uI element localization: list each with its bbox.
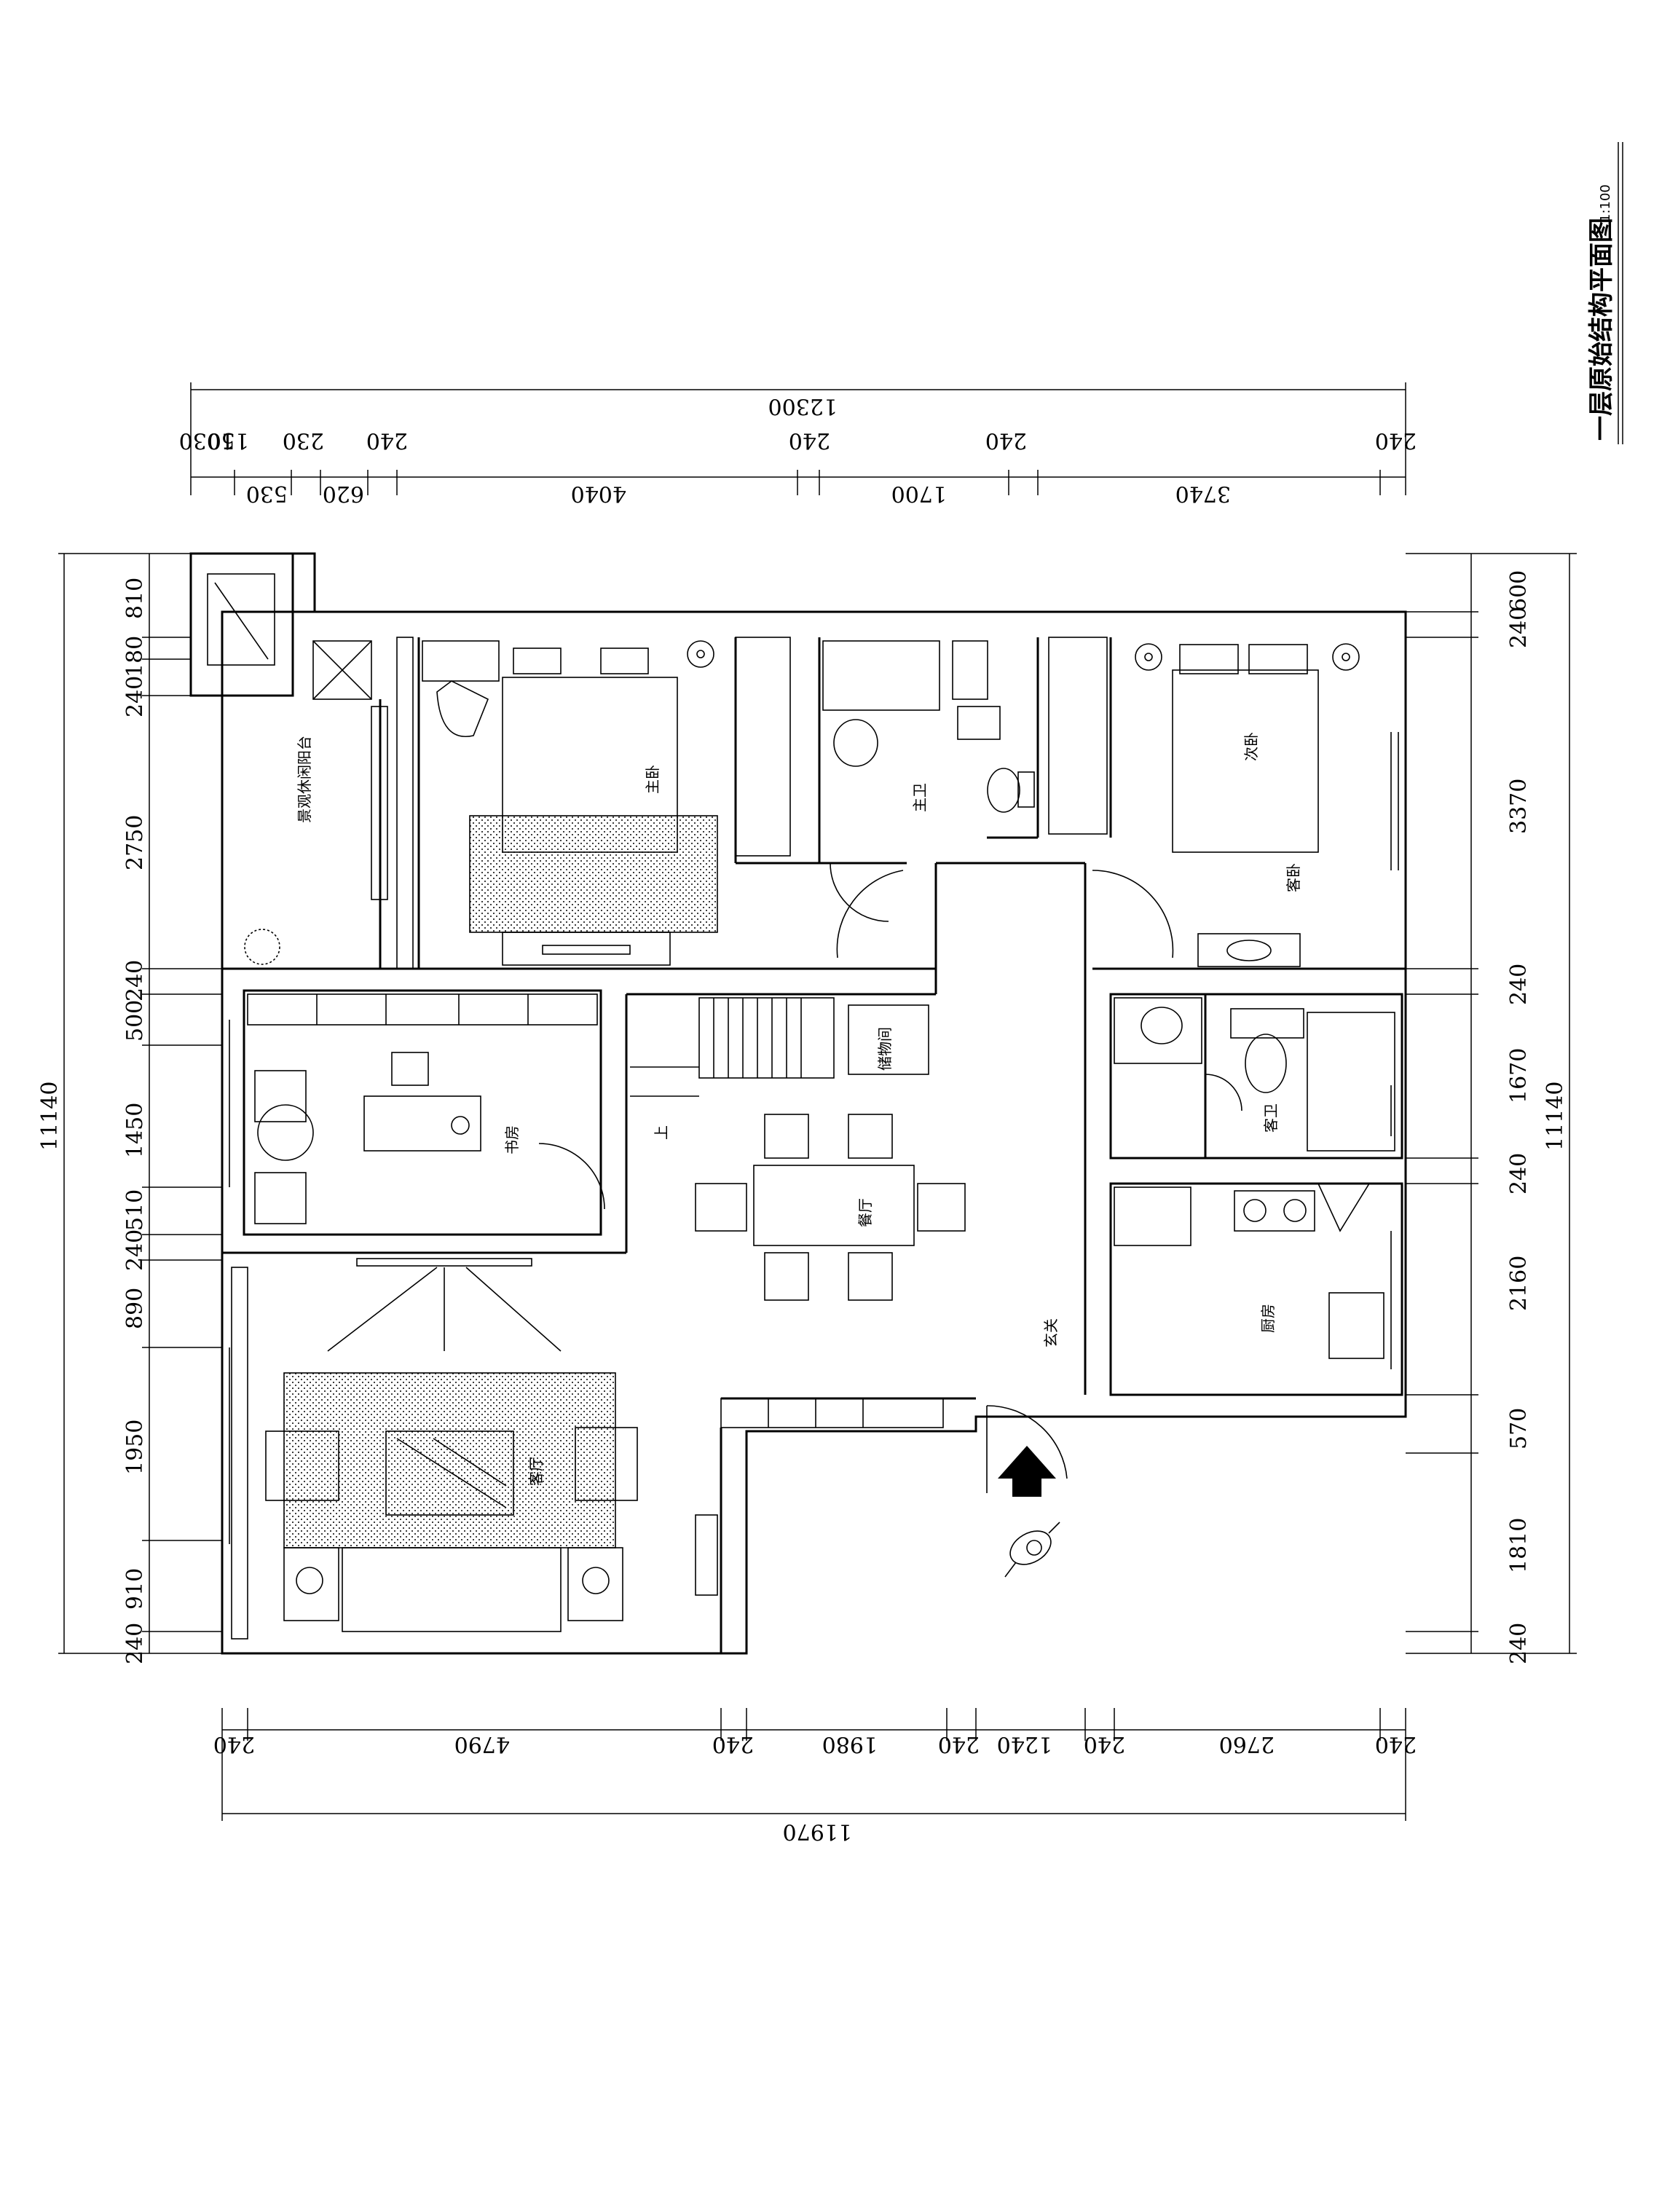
plant-icon — [244, 929, 280, 965]
label-foyer: 玄关 — [1042, 1318, 1060, 1347]
label-guest-bath: 客卫 — [1262, 1103, 1280, 1133]
label-up: 上 — [653, 1125, 670, 1140]
dim-left-7: 510 — [122, 1189, 148, 1231]
dim-top-l0: 530 — [246, 481, 288, 506]
label-master-bath: 主卫 — [911, 783, 929, 812]
dim-left-11: 910 — [122, 1568, 148, 1610]
dim-top-l1: 620 — [323, 481, 364, 506]
label-guest-bedroom: 客卧 — [1285, 863, 1302, 892]
dim-left: 11140 810 180 240 2750 240 500 1450 510 … — [37, 578, 148, 1664]
dim-bottom: 11970 240 4790 240 1980 240 1240 240 276… — [213, 1731, 1417, 1844]
dim-top-u6: 240 — [1375, 428, 1417, 453]
title-text: 一层原始结构平面图 — [1587, 218, 1616, 441]
dim-bottom-6: 240 — [1084, 1731, 1125, 1757]
label-living: 客厅 — [527, 1457, 545, 1486]
dimension-lines — [58, 382, 1577, 1821]
dim-left-total: 11140 — [37, 1082, 63, 1151]
fixtures — [229, 637, 1399, 1640]
dim-left-1: 180 — [122, 636, 148, 677]
dim-right-1: 240 — [1506, 607, 1532, 648]
dim-top-l2: 4040 — [571, 481, 626, 506]
dim-right-2: 3370 — [1506, 779, 1532, 834]
dim-bottom-5: 1240 — [997, 1731, 1052, 1757]
dim-left-12: 240 — [122, 1623, 148, 1664]
dim-bottom-3: 1980 — [822, 1731, 878, 1757]
dim-top-u2: 230 — [283, 428, 324, 453]
dim-right-5: 240 — [1506, 1153, 1532, 1194]
label-study: 书房 — [503, 1125, 521, 1154]
dim-right-0: 600 — [1506, 570, 1532, 612]
dim-top-u0: 1030 — [179, 428, 235, 453]
dim-left-5: 500 — [122, 1000, 148, 1042]
dim-right-7: 570 — [1506, 1408, 1532, 1449]
dim-right-9: 240 — [1506, 1623, 1532, 1664]
dim-top-total: 12300 — [768, 393, 838, 419]
outer-walls — [189, 552, 1407, 1655]
drawing-title: 一层原始结构平面图 1:100 — [1587, 184, 1616, 441]
label-dining: 餐厅 — [856, 1198, 874, 1227]
dim-left-2: 240 — [122, 676, 148, 717]
dim-right-3: 240 — [1506, 964, 1532, 1005]
person-figure-icon — [1004, 1522, 1060, 1578]
label-kitchen: 厨房 — [1259, 1304, 1277, 1333]
dim-left-3: 2750 — [122, 815, 148, 870]
label-storage: 储物间 — [876, 1027, 894, 1071]
dim-top-u1: 150 — [208, 428, 249, 453]
label-balcony: 景观休闲阳台 — [296, 736, 313, 823]
dim-top-l4: 3740 — [1175, 481, 1231, 506]
dim-right-6: 2160 — [1506, 1256, 1532, 1311]
dim-bottom-4: 240 — [938, 1731, 980, 1757]
dim-right-8: 1810 — [1506, 1518, 1532, 1573]
dim-bottom-total: 11970 — [783, 1819, 852, 1844]
dim-left-6: 1450 — [122, 1103, 148, 1158]
label-master-bedroom: 主卧 — [644, 765, 661, 794]
dim-right-total: 11140 — [1543, 1082, 1568, 1151]
dim-right-4: 1670 — [1506, 1048, 1532, 1103]
dim-top-u5: 240 — [985, 428, 1027, 453]
dim-left-0: 810 — [122, 578, 148, 619]
dim-top-l3: 1700 — [891, 481, 947, 506]
dim-left-9: 890 — [122, 1288, 148, 1329]
dim-bottom-8: 240 — [1375, 1731, 1417, 1757]
dim-left-4: 240 — [122, 960, 148, 1001]
interior-walls — [222, 637, 1406, 1653]
dim-left-8: 240 — [122, 1229, 148, 1271]
room-labels: 景观休闲阳台 主卧 主卫 次卧 客卧 书房 储物间 上 餐厅 客卫 厨房 玄关 … — [296, 732, 1302, 1486]
dim-right: 11140 600 240 3370 240 1670 240 2160 570… — [1506, 570, 1568, 1664]
label-second-bedroom: 次卧 — [1242, 732, 1260, 761]
dim-bottom-7: 2760 — [1219, 1731, 1275, 1757]
dim-top-u4: 240 — [789, 428, 830, 453]
dim-top: 12300 1030 150 230 240 240 240 240 530 6… — [179, 393, 1417, 506]
dim-left-10: 1950 — [122, 1420, 148, 1475]
dim-top-u3: 240 — [366, 428, 408, 453]
title-scale: 1:100 — [1598, 184, 1613, 222]
entrance-arrow-icon — [998, 1446, 1056, 1497]
dim-bottom-1: 4790 — [454, 1731, 510, 1757]
dim-bottom-2: 240 — [712, 1731, 754, 1757]
dim-bottom-0: 240 — [213, 1731, 255, 1757]
